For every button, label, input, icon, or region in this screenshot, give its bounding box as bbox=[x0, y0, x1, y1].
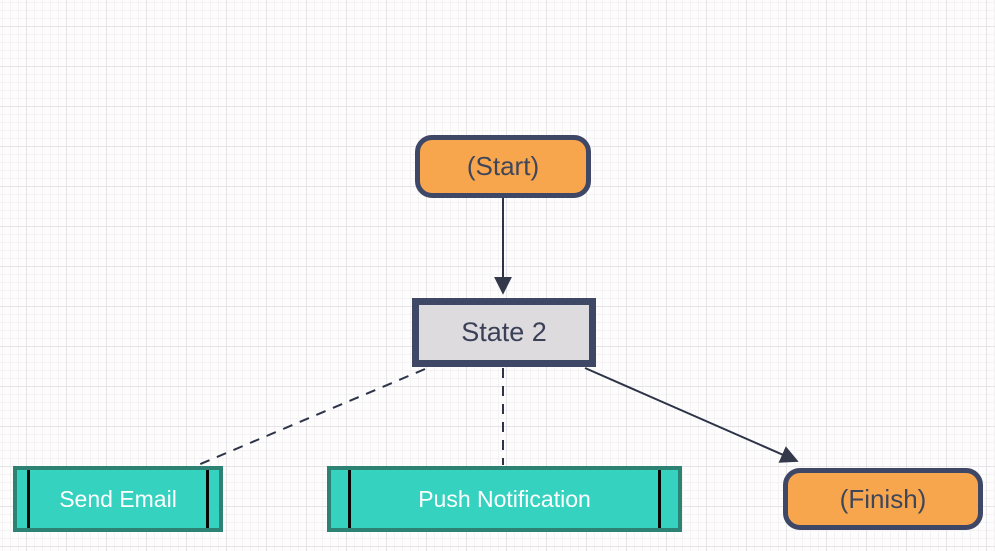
node-finish-label: (Finish) bbox=[839, 483, 927, 514]
node-start[interactable]: (Start) bbox=[415, 135, 591, 198]
subprocess-bar bbox=[657, 470, 661, 528]
node-send-email-label: Send Email bbox=[59, 485, 177, 512]
node-push-notification-label: Push Notification bbox=[418, 485, 591, 512]
node-start-label: (Start) bbox=[466, 151, 540, 181]
subprocess-bar bbox=[205, 470, 209, 528]
node-state2[interactable]: State 2 bbox=[412, 298, 596, 367]
edge-state2-to-finish[interactable] bbox=[584, 367, 799, 463]
node-send-email[interactable]: Send Email bbox=[13, 466, 223, 532]
subprocess-bar bbox=[27, 470, 31, 528]
node-finish[interactable]: (Finish) bbox=[783, 468, 983, 530]
edge-state2-to-send-email[interactable] bbox=[197, 368, 426, 466]
subprocess-bar bbox=[348, 470, 352, 528]
node-push-notification[interactable]: Push Notification bbox=[327, 466, 682, 532]
node-state2-label: State 2 bbox=[461, 317, 547, 347]
